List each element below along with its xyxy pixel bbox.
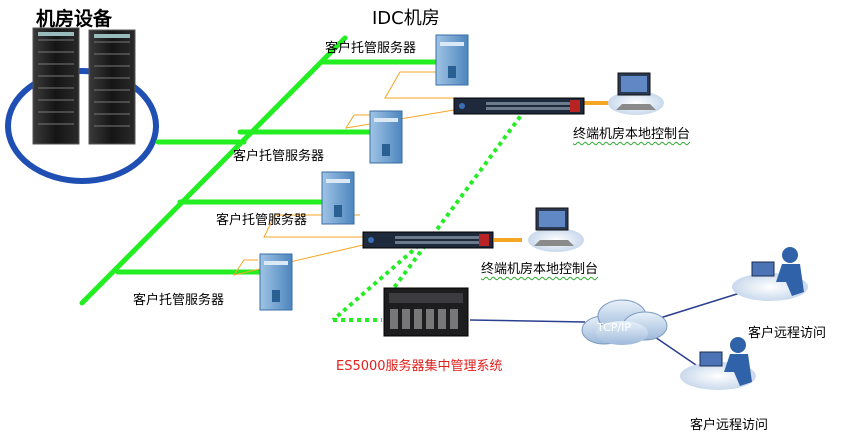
hosted-server-label-4: 客户托管服务器 <box>133 293 225 308</box>
local-console-label-2: 终端机房本地控制台 <box>481 262 599 277</box>
remote-user-2 <box>680 337 756 390</box>
machine-room-group <box>5 27 159 184</box>
remote-access-label-1: 客户远程访问 <box>748 326 827 341</box>
local-console-1 <box>608 72 664 115</box>
hosted-server-tower-1 <box>435 34 469 86</box>
tcp-ip-label: TCP/IP <box>597 321 631 334</box>
idc-room-label: IDC机房 <box>372 8 440 29</box>
cloud-to-remote-2-link <box>651 334 697 366</box>
backbone-diagonal <box>79 35 348 306</box>
hosted-server-label-2: 客户托管服务器 <box>233 149 325 164</box>
mgmt-to-cloud-link <box>469 319 586 323</box>
local-console-2 <box>528 207 584 252</box>
cloud-to-remote-1-link <box>659 292 741 319</box>
machine-room-label: 机房设备 <box>36 8 113 30</box>
hosted-server-label-1: 客户托管服务器 <box>325 41 417 56</box>
hosted-server-label-3: 客户托管服务器 <box>216 213 308 228</box>
hosted-server-tower-2 <box>369 110 403 164</box>
hosted-server-tower-3 <box>321 171 355 225</box>
management-links <box>331 108 527 322</box>
server-rack-left <box>32 27 80 145</box>
es5000-appliance <box>383 287 469 337</box>
local-console-label-1: 终端机房本地控制台 <box>573 127 691 142</box>
server-rack-right <box>88 29 136 145</box>
remote-user-1 <box>732 247 808 301</box>
hosted-server-tower-4 <box>259 253 293 311</box>
management-system-label: ES5000服务器集中管理系统 <box>336 359 503 374</box>
kvm-switch-2 <box>362 231 494 249</box>
remote-access-label-2: 客户远程访问 <box>690 418 769 433</box>
kvm-switch-1 <box>453 97 585 115</box>
tcp-ip-cloud <box>581 299 668 345</box>
